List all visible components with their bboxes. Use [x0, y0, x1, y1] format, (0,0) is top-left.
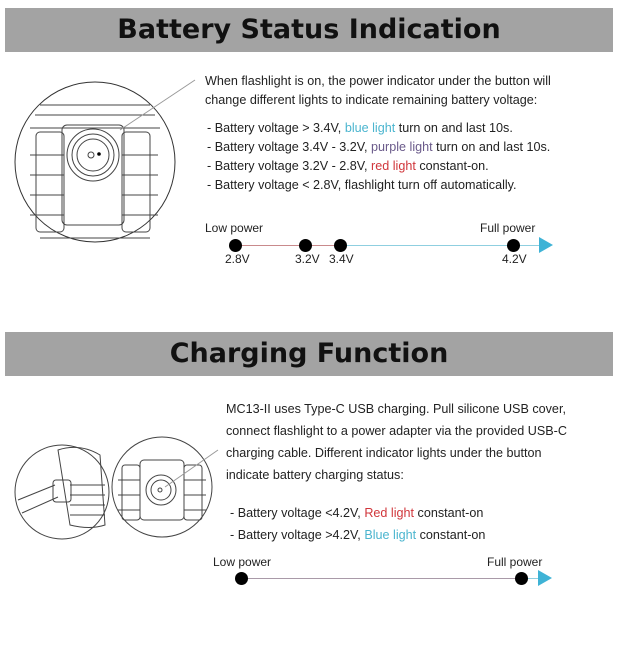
- low-power-label: Low power: [213, 555, 272, 569]
- battery-status-header: Battery Status Indication: [5, 8, 613, 52]
- charging-illustration: [14, 436, 219, 540]
- battery-bullet-red: - Battery voltage 3.2V - 2.8V, red light…: [207, 157, 489, 177]
- bullet-text: - Battery voltage 3.2V - 2.8V,: [207, 159, 372, 173]
- tick-label: 3.4V: [329, 252, 354, 266]
- purple-light-text: purple light: [371, 140, 433, 154]
- blue-light-text: blue light: [344, 121, 396, 135]
- bullet-text: - Battery voltage < 2.8V, flashlight tur…: [207, 178, 517, 192]
- arrow-right-icon: [538, 570, 552, 586]
- charging-intro-line-2: connect flashlight to a power adapter vi…: [226, 424, 567, 438]
- low-range-line: [235, 245, 340, 246]
- battery-bullet-purple: - Battery voltage 3.4V - 3.2V, purple li…: [207, 138, 550, 158]
- bullet-text: - Battery voltage <4.2V,: [230, 506, 365, 520]
- blue-light-text: Blue light: [364, 528, 417, 542]
- charging-bullet-blue: - Battery voltage >4.2V, Blue light cons…: [230, 526, 485, 546]
- tick-label: 3.2V: [295, 252, 320, 266]
- button-closeup-illustration: [14, 79, 196, 243]
- tick-label: 2.8V: [225, 252, 250, 266]
- battery-intro-line-1: When flashlight is on, the power indicat…: [205, 74, 551, 88]
- scale-dot-low: [234, 571, 248, 585]
- scale-dot-4.2v: [506, 238, 520, 252]
- charging-intro-line-3: charging cable. Different indicator ligh…: [226, 446, 542, 460]
- charging-function-header: Charging Function: [5, 332, 613, 376]
- scale-dot-full: [514, 571, 528, 585]
- tick-label: 4.2V: [502, 252, 527, 266]
- bullet-text: turn on and last 10s.: [395, 121, 513, 135]
- scale-dot-3.2v: [298, 238, 312, 252]
- low-power-label: Low power: [205, 221, 264, 235]
- full-power-label: Full power: [487, 555, 543, 569]
- battery-bullet-off: - Battery voltage < 2.8V, flashlight tur…: [207, 176, 517, 196]
- bullet-text: constant-on: [414, 506, 484, 520]
- charge-full-line: [521, 578, 539, 579]
- battery-intro-line-2: change different lights to indicate rema…: [205, 93, 538, 107]
- scale-dot-3.4v: [333, 238, 347, 252]
- bullet-text: constant-on: [416, 528, 486, 542]
- bullet-text: turn on and last 10s.: [432, 140, 551, 154]
- bullet-text: constant-on.: [415, 159, 489, 173]
- full-power-label: Full power: [480, 221, 536, 235]
- charging-intro-line-4: indicate battery charging status:: [226, 468, 404, 482]
- charging-bullet-red: - Battery voltage <4.2V, Red light const…: [230, 504, 483, 524]
- battery-bullet-blue: - Battery voltage > 3.4V, blue light tur…: [207, 119, 513, 139]
- bullet-text: - Battery voltage 3.4V - 3.2V,: [207, 140, 372, 154]
- charging-intro-line-1: MC13-II uses Type-C USB charging. Pull s…: [226, 402, 566, 416]
- bullet-text: - Battery voltage > 3.4V,: [207, 121, 345, 135]
- charge-range-line: [241, 578, 521, 579]
- high-range-line: [340, 245, 540, 246]
- bullet-text: - Battery voltage >4.2V,: [230, 528, 365, 542]
- red-light-text: red light: [371, 159, 416, 173]
- arrow-right-icon: [539, 237, 553, 253]
- scale-dot-2.8v: [228, 238, 242, 252]
- red-light-text: Red light: [364, 506, 415, 520]
